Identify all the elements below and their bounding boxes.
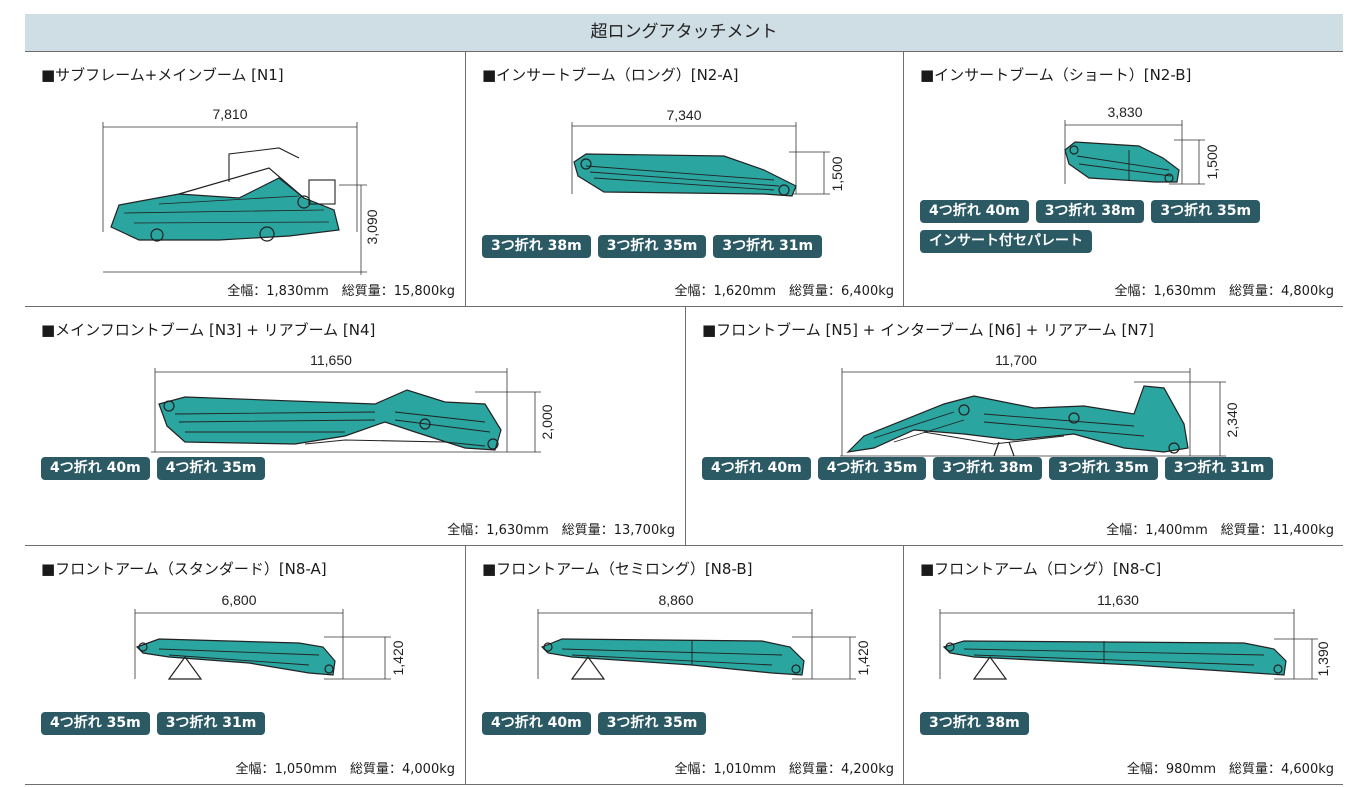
height-dim: 3,090 xyxy=(364,209,380,244)
tag: 3つ折れ 35m xyxy=(597,235,707,258)
n5-n6-n7-drawing: 11,700 2,340 xyxy=(834,352,1254,472)
height-dim: 1,500 xyxy=(1204,144,1220,179)
n8a-drawing: 6,800 1,420 xyxy=(129,591,429,691)
n2b-drawing: 3,830 1,500 xyxy=(1059,104,1229,186)
height-dim: 1,420 xyxy=(855,640,871,675)
n3-n4-drawing: 11,650 2,000 xyxy=(145,352,565,472)
table-row: ■メインフロントブーム [N3] + リアブーム [N4] 11,650 2,0… xyxy=(25,307,1343,546)
height-dim: 1,420 xyxy=(390,640,406,675)
cell-n1: ■サブフレーム+メインブーム [N1] 7,810 3,090 xyxy=(25,52,465,306)
n8b-drawing: 8,860 1,420 xyxy=(532,591,892,691)
width-dim: 11,630 xyxy=(1097,592,1139,608)
height-dim: 2,340 xyxy=(1224,402,1240,437)
width-dim: 7,340 xyxy=(666,107,701,123)
tag: 3つ折れ 38m xyxy=(482,235,591,258)
table-row: ■フロントアーム（スタンダード）[N8-A] 6,800 1,420 xyxy=(25,546,1343,785)
spec-text: 全幅：1,400mm 総質量：11,400kg xyxy=(1106,523,1334,538)
spec-text: 全幅：1,830mm 総質量：15,800kg xyxy=(227,284,455,299)
tag: 4つ折れ 35m xyxy=(156,457,266,480)
cell-n2a: ■インサートブーム（ロング）[N2-A] 7,340 1,500 xyxy=(465,52,904,306)
tag: 4つ折れ 35m xyxy=(41,712,150,735)
tag-list: 4つ折れ 35m 3つ折れ 31m xyxy=(41,712,266,735)
cell-title: ■インサートブーム（ショート）[N2-B] xyxy=(920,66,1192,84)
table-row: ■サブフレーム+メインブーム [N1] 7,810 3,090 xyxy=(25,52,1343,307)
spec-text: 全幅：1,620mm 総質量：6,400kg xyxy=(674,284,894,299)
tag: 3つ折れ 31m xyxy=(156,712,266,735)
cell-title: ■フロントブーム [N5] + インターブーム [N6] + リアアーム [N7… xyxy=(702,321,1154,339)
width-dim: 11,650 xyxy=(310,352,352,368)
tag: 4つ折れ 40m xyxy=(41,457,150,480)
cell-title: ■フロントアーム（ロング）[N8-C] xyxy=(920,560,1162,578)
cell-title: ■フロントアーム（セミロング）[N8-B] xyxy=(482,560,753,578)
tag-list: 4つ折れ 40m 3つ折れ 38m 3つ折れ 35m インサート付セパレート xyxy=(920,200,1320,253)
spec-text: 全幅：980mm 総質量：4,600kg xyxy=(1126,762,1334,777)
width-dim: 7,810 xyxy=(212,106,247,122)
tag-list: 3つ折れ 38m 3つ折れ 35m 3つ折れ 31m xyxy=(482,235,823,258)
height-dim: 2,000 xyxy=(539,404,555,439)
n1-drawing: 7,810 3,090 xyxy=(99,98,389,275)
width-dim: 8,860 xyxy=(658,592,693,608)
cell-n8c: ■フロントアーム（ロング）[N8-C] 11,630 1,390 xyxy=(903,546,1344,784)
n2a-drawing: 7,340 1,500 xyxy=(564,107,854,199)
spec-text: 全幅：1,630mm 総質量：4,800kg xyxy=(1114,284,1334,299)
cell-n3-n4: ■メインフロントブーム [N3] + リアブーム [N4] 11,650 2,0… xyxy=(25,307,685,545)
width-dim: 3,830 xyxy=(1107,104,1142,120)
tag-list: 4つ折れ 40m 4つ折れ 35m 3つ折れ 38m 3つ折れ 35m 3つ折れ… xyxy=(702,457,1274,480)
tag: 3つ折れ 38m xyxy=(933,457,1043,480)
spec-text: 全幅：1,630mm 総質量：13,700kg xyxy=(447,523,675,538)
tag-list: 4つ折れ 40m 4つ折れ 35m xyxy=(41,457,266,480)
tag: 3つ折れ 35m xyxy=(1049,457,1158,480)
tag: 4つ折れ 40m xyxy=(482,712,591,735)
tag: 3つ折れ 38m xyxy=(1035,200,1145,223)
height-dim: 1,500 xyxy=(829,156,845,191)
tag: 4つ折れ 40m xyxy=(920,200,1029,223)
width-dim: 11,700 xyxy=(995,352,1037,368)
tag-list: 4つ折れ 40m 3つ折れ 35m xyxy=(482,712,707,735)
cell-n8a: ■フロントアーム（スタンダード）[N8-A] 6,800 1,420 xyxy=(25,546,465,784)
width-dim: 6,800 xyxy=(221,592,256,608)
tag: 4つ折れ 35m xyxy=(817,457,927,480)
tag: インサート付セパレート xyxy=(920,230,1092,253)
spec-text: 全幅：1,050mm 総質量：4,000kg xyxy=(235,762,455,777)
tag: 4つ折れ 40m xyxy=(702,457,811,480)
tag: 3つ折れ 35m xyxy=(1151,200,1261,223)
tag: 3つ折れ 31m xyxy=(1164,457,1274,480)
cell-title: ■サブフレーム+メインブーム [N1] xyxy=(41,66,284,84)
cell-title: ■フロントアーム（スタンダード）[N8-A] xyxy=(41,560,327,578)
cell-title: ■メインフロントブーム [N3] + リアブーム [N4] xyxy=(41,321,376,339)
cell-n2b: ■インサートブーム（ショート）[N2-B] 3,830 1,500 xyxy=(903,52,1344,306)
tag: 3つ折れ 38m xyxy=(920,712,1029,735)
tag: 3つ折れ 31m xyxy=(713,235,823,258)
cell-n5-n6-n7: ■フロントブーム [N5] + インターブーム [N6] + リアアーム [N7… xyxy=(685,307,1344,545)
table-title: 超ロングアタッチメント xyxy=(25,14,1343,52)
cell-title: ■インサートブーム（ロング）[N2-A] xyxy=(482,66,739,84)
spec-text: 全幅：1,010mm 総質量：4,200kg xyxy=(674,762,894,777)
cell-n8b: ■フロントアーム（セミロング）[N8-B] 8,860 1,420 xyxy=(465,546,904,784)
n8c-drawing: 11,630 1,390 xyxy=(934,591,1334,691)
tag-list: 3つ折れ 38m xyxy=(920,712,1029,735)
attachment-table: 超ロングアタッチメント ■サブフレーム+メインブーム [N1] 7,810 3,… xyxy=(25,14,1343,785)
height-dim: 1,390 xyxy=(1315,641,1331,676)
tag: 3つ折れ 35m xyxy=(597,712,707,735)
